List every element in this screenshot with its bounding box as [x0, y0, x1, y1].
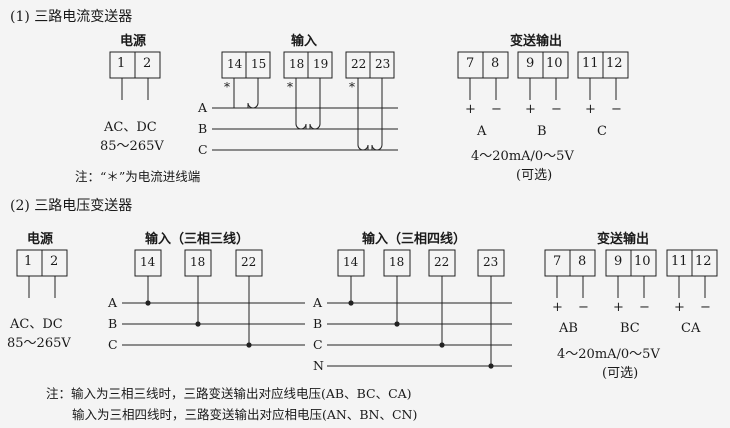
s2-in3-terminal-18: 18 [190, 255, 206, 269]
s1-phase-b: B [537, 124, 547, 139]
s2-power-spec-1: AC、DC [10, 317, 63, 332]
s1-power-header: 电源 [120, 34, 147, 49]
s2-output-terminal-10: 10 [634, 254, 651, 269]
section2-title: (2) 三路电压变送器 [10, 198, 133, 214]
s1-note: 注：“＊”为电流进线端 [75, 169, 201, 184]
s2-in3-line-a: A [108, 295, 118, 310]
s2-in4-terminal-22: 22 [434, 255, 450, 269]
s1-power-spec-1: AC、DC [104, 120, 157, 135]
s2-in4-line-b: B [313, 316, 323, 331]
s1-phase-a: A [477, 124, 487, 139]
s2-plus-ca: + [674, 300, 685, 315]
s2-note-line1: 注：输入为三相三线时，三路变送输出对应线电压(AB、BC、CA) [46, 386, 412, 401]
s2-in4-terminal-14: 14 [343, 255, 359, 269]
s2-note-line2: 输入为三相四线时，三路变送输出对应相电压(AN、BN、CN) [72, 407, 418, 422]
s2-output-range: 4～20mA/0～5V [557, 347, 660, 362]
s2-output-terminal-9: 9 [614, 254, 623, 269]
s2-power-spec-2: 85～265V [7, 336, 71, 351]
s2-minus-bc: − [639, 300, 650, 315]
s1-output-terminal-7: 7 [466, 56, 475, 71]
s2-power-terminal-2: 2 [50, 254, 59, 269]
s1-power-spec-2: 85～265V [100, 139, 164, 154]
s2-phase-ca: CA [681, 321, 701, 336]
s2-in3-line-c: C [108, 337, 118, 352]
s2-in4-terminal-18: 18 [389, 255, 405, 269]
s1-line-label-b: B [198, 121, 208, 136]
s2-in4-line-a: A [313, 295, 323, 310]
s2-output-header: 变送输出 [597, 232, 650, 247]
s2-in4-line-n: N [313, 358, 324, 373]
s1-output-terminal-10: 10 [546, 56, 563, 71]
s1-output-header: 变送输出 [510, 34, 563, 49]
s2-in3-line-b: B [108, 316, 118, 331]
s1-star-22: * [349, 80, 355, 94]
s1-input-terminal-23: 23 [375, 57, 391, 71]
s1-minus-c: − [611, 102, 622, 117]
s2-in3-terminal-14: 14 [140, 255, 156, 269]
s2-output-terminal-8: 8 [578, 254, 587, 269]
s1-input-header: 输入 [291, 34, 318, 49]
s1-output-optional: (可选) [516, 168, 553, 183]
s2-output-terminal-12: 12 [695, 254, 712, 269]
s1-minus-a: − [491, 102, 502, 117]
s2-power-header: 电源 [27, 232, 54, 247]
s1-output-terminal-8: 8 [491, 56, 500, 71]
s2-input3-header: 输入（三相三线） [145, 232, 250, 247]
s2-output-terminal-7: 7 [553, 254, 562, 269]
s1-output-range: 4～20mA/0～5V [471, 149, 574, 164]
s1-minus-b: − [551, 102, 562, 117]
s2-minus-ca: − [700, 300, 711, 315]
s2-phase-bc: BC [620, 321, 640, 336]
s1-power-terminal-1: 1 [117, 56, 126, 71]
s1-output-terminal-11: 11 [582, 56, 599, 71]
s1-output-terminal-9: 9 [526, 56, 535, 71]
s1-plus-c: + [585, 102, 596, 117]
s2-in4-line-c: C [313, 337, 323, 352]
s1-input-terminal-22: 22 [351, 57, 367, 71]
s2-power-terminal-1: 1 [24, 254, 33, 269]
s2-in4-terminal-23: 23 [483, 255, 499, 269]
s1-output-terminal-12: 12 [606, 56, 623, 71]
s1-star-18: * [287, 80, 293, 94]
s1-plus-a: + [465, 102, 476, 117]
s2-input4-header: 输入（三相四线） [362, 232, 467, 247]
s1-plus-b: + [525, 102, 536, 117]
s1-input-terminal-15: 15 [251, 57, 267, 71]
s1-power-terminal-2: 2 [143, 56, 152, 71]
s2-minus-ab: − [578, 300, 589, 315]
s1-input-terminal-19: 19 [313, 57, 329, 71]
s1-input-terminal-14: 14 [227, 57, 243, 71]
section1-title: (1) 三路电流变送器 [10, 9, 133, 25]
s2-plus-ab: + [552, 300, 563, 315]
s1-input-terminal-18: 18 [289, 57, 305, 71]
s1-phase-c: C [597, 124, 607, 139]
s2-plus-bc: + [613, 300, 624, 315]
s2-output-terminal-11: 11 [671, 254, 688, 269]
s1-line-label-a: A [198, 100, 208, 115]
s1-line-label-c: C [198, 142, 208, 157]
s1-star-14: * [224, 80, 230, 94]
s2-phase-ab: AB [559, 321, 578, 336]
s2-in3-terminal-22: 22 [241, 255, 257, 269]
s2-output-optional: (可选) [602, 366, 639, 381]
